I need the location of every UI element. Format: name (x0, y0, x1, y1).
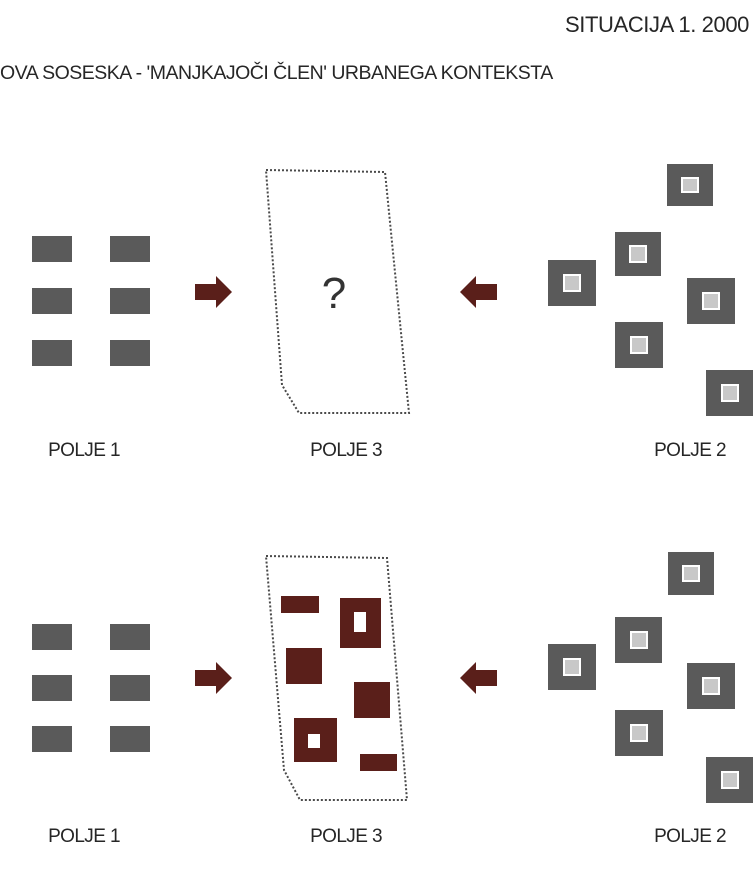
field2-blocks (548, 552, 753, 803)
new-building (354, 682, 390, 718)
field3-outline (264, 168, 411, 414)
field1-label: POLJE 1 (48, 440, 120, 461)
field1-blocks (32, 624, 150, 752)
field2-label: POLJE 2 (654, 440, 726, 461)
situation-title: SITUACIJA 1. 2000 (565, 12, 749, 37)
field2-blocks (548, 164, 753, 416)
field2-block (548, 260, 596, 306)
new-building (281, 596, 319, 613)
arrow-right-icon (195, 276, 232, 308)
question-mark: ? (322, 269, 346, 318)
field1-blocks (32, 236, 150, 366)
field3-label: POLJE 3 (310, 440, 382, 461)
new-building (286, 648, 322, 684)
field1-block (32, 236, 72, 262)
field2-block (615, 710, 663, 756)
field2-block (706, 757, 753, 803)
field2-block (687, 278, 735, 324)
field1-block (110, 288, 150, 314)
field1-block (110, 675, 150, 701)
field1-block (32, 340, 72, 366)
panel-top: ? (32, 164, 753, 416)
field2-block (706, 370, 753, 416)
arrow-left-icon (460, 276, 497, 308)
field2-block (615, 617, 662, 663)
field1-block (32, 624, 72, 650)
new-building (360, 754, 397, 771)
field3-new-buildings (281, 596, 397, 771)
field1-block (110, 236, 150, 262)
diagram-subtitle: OVA SOSESKA - 'MANJKAJOČI ČLEN' URBANEGA… (0, 62, 553, 84)
field2-block (687, 663, 735, 709)
arrow-right-icon (195, 662, 232, 694)
field3-outline (264, 554, 409, 801)
field1-block (32, 288, 72, 314)
field2-block (615, 322, 663, 368)
new-building (294, 718, 337, 762)
field1-block (32, 675, 72, 701)
field2-block (668, 552, 714, 595)
field1-block (32, 726, 72, 752)
field2-label: POLJE 2 (654, 826, 726, 847)
field2-block (548, 644, 596, 690)
new-building (340, 598, 381, 648)
panel-bottom (32, 552, 753, 803)
field2-block (615, 232, 661, 276)
field2-block (667, 164, 713, 206)
field1-label: POLJE 1 (48, 826, 120, 847)
field3-label: POLJE 3 (310, 826, 382, 847)
arrow-left-icon (460, 662, 497, 694)
field1-block (110, 340, 150, 366)
field1-block (110, 624, 150, 650)
field1-block (110, 726, 150, 752)
